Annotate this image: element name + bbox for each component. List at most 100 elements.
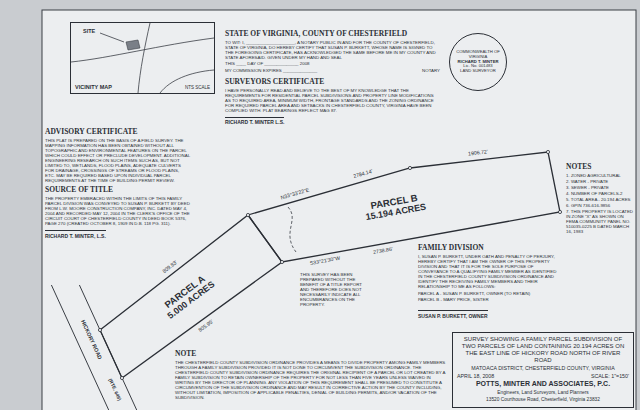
body-text: PARCEL B - MARY PRICE, SISTER [418, 297, 489, 302]
text-row: TO WIT: I, ____________________, A NOTAR… [225, 40, 440, 60]
survey-date: APRIL 18, 2008 [457, 373, 494, 379]
signature-name: RICHARD T. MINTER L.S. [225, 117, 284, 126]
text-row: STATE OF VIRGINIA, COUNTY OF CHESTERFIEL… [225, 30, 440, 39]
section-heading: ADVISORY CERTIFICATE [45, 128, 138, 137]
dimension-label: N33°33'22"E [279, 187, 311, 201]
iron-pin [280, 260, 283, 263]
vicinity-map-box: SITE VICINITY MAP NTS SCALE [70, 22, 215, 94]
dimension-label: 1906.72' [467, 149, 489, 157]
parcel-a-boundary [100, 215, 282, 378]
body-text: 2. WATER - PRIVATE [566, 179, 608, 184]
body-text: THE CHESTERFIELD COUNTY SUBDIVISION ORDI… [175, 360, 447, 401]
body-text: MY COMMISSION EXPIRES ______________ [225, 68, 317, 73]
firm-address: 13520 Courthouse Road, Chesterfield, Vir… [486, 397, 600, 403]
body-text: 1. ZONED AGRICULTURAL [566, 173, 621, 178]
road-lines [51, 285, 136, 410]
road-west-line [51, 285, 108, 410]
text-row: MY COMMISSION EXPIRES ______________ NOTA… [225, 68, 440, 73]
parcel-b-boundary [248, 152, 560, 262]
map-title: VICINITY MAP [75, 85, 112, 91]
text-row: I HAVE PERSONALLY READ AND BELIEVE TO TH… [225, 88, 440, 113]
iron-pin [408, 166, 411, 169]
site-label: SITE [83, 29, 95, 35]
iron-pin [558, 210, 561, 213]
creek-line [288, 207, 296, 252]
text-row: SURVEYORS CERTIFICATE [225, 78, 440, 87]
dimension-label: 809.83' [161, 259, 179, 275]
text-row: THIS PLAT IS PREPARED ON THE BASIS OF A … [45, 138, 190, 184]
body-text: PARCEL A - SUSAN P. BURKETT, OWNER (TO R… [418, 291, 530, 296]
text-row: 4. NUMBER OF PARCELS-2 [566, 191, 634, 196]
text-row: THE PROPERTY EMBRACED WITHIN THE LIMITS … [45, 196, 190, 226]
iron-pin [120, 376, 123, 379]
scale-note: NTS SCALE [185, 86, 210, 91]
text-row: 6. GPIN 736-616-9856 [566, 203, 634, 208]
body-text: I, SUSAN P. BURKETT, UNDER OATH AND PENA… [418, 254, 558, 289]
vicinity-roads [71, 23, 214, 93]
site-marker [126, 40, 140, 50]
text-column: ADVISORY CERTIFICATETHIS PLAT IS PREPARE… [45, 128, 190, 240]
body-text: THE PROPERTY EMBRACED WITHIN THE LIMITS … [45, 196, 190, 226]
seal-text-stack: COMMONWEALTH OF VIRGINIARICHARD T. MINTE… [455, 50, 500, 74]
text-row: SOURCE OF TITLE [45, 186, 190, 195]
parcel-region: PARCEL B15.194 ACRES [360, 189, 430, 224]
surveyor-seal: COMMONWEALTH OF VIRGINIARICHARD T. MINTE… [449, 33, 507, 91]
iron-pin [546, 150, 549, 153]
body-text: 4. NUMBER OF PARCELS-2 [566, 191, 623, 196]
text-row: SUSAN P. BURKETT, OWNER [418, 310, 558, 319]
text-row: RICHARD T. MINTER L.S. [225, 117, 440, 126]
leader-line [100, 33, 124, 42]
seal-text: LAND SURVEYOR [455, 69, 500, 74]
text-row: THIS SURVEY HAS BEEN PREPARED WITHOUT TH… [300, 272, 362, 307]
road-line [138, 23, 150, 93]
title-row: MATOACA DISTRICT, CHESTERFIELD COUNTY, V… [457, 365, 629, 371]
body-text: THIS SURVEY HAS BEEN PREPARED WITHOUT TH… [300, 272, 362, 307]
body-text: THIS PLAT IS PREPARED ON THE BASIS OF A … [45, 138, 190, 184]
dimension-label: S33°21'30"W [308, 256, 341, 267]
title-block: SURVEY SHOWING A FAMILY PARCEL SUBDIVISI… [452, 332, 634, 408]
text-row: THIS ____ DAY OF ______________ 2008 [225, 61, 440, 66]
body-text: THIS ____ DAY OF ______________ 2008 [225, 61, 310, 66]
road-name: (RTE. 649) [106, 378, 120, 401]
text-row: PARCEL A - SUSAN P. BURKETT, OWNER (TO R… [418, 291, 558, 296]
section-heading: SOURCE OF TITLE [45, 186, 113, 195]
text-row: 2. WATER - PRIVATE [566, 179, 634, 184]
iron-pin [98, 328, 101, 331]
section-heading: NOTE [175, 350, 196, 359]
text-row: THE CHESTERFIELD COUNTY SUBDIVISION ORDI… [175, 360, 447, 401]
text-row: PARCEL B - MARY PRICE, SISTER [418, 297, 558, 302]
section-heading: SURVEYORS CERTIFICATE [225, 78, 324, 87]
title-row: Engineers, Land Surveyors, Land Planners [457, 390, 629, 396]
text-column: THIS SURVEY HAS BEEN PREPARED WITHOUT TH… [300, 272, 362, 308]
body-text: NOTARY [422, 68, 440, 73]
title-row: 13520 Courthouse Road, Chesterfield, Vir… [457, 397, 629, 403]
firm-services: Engineers, Land Surveyors, Land Planners [497, 390, 588, 396]
text-row: NOTES [566, 163, 634, 172]
signature-name: RICHARD T. MINTER, L.S. [45, 230, 106, 239]
text-row: I, SUSAN P. BURKETT, UNDER OATH AND PENA… [418, 254, 558, 289]
section-heading: NOTES [566, 163, 591, 172]
text-row: 3. SEWER - PRIVATE [566, 185, 634, 190]
firm-name: POTTS, MINTER AND ASSOCIATES, P.C. [476, 380, 610, 388]
seal-text: COMMONWEALTH OF VIRGINIA [455, 50, 500, 60]
road-line [160, 70, 214, 93]
text-column: FAMILY DIVISIONI, SUSAN P. BURKETT, UNDE… [418, 244, 558, 320]
section-heading: FAMILY DIVISION [418, 244, 484, 253]
body-text: 7. THIS PROPERTY IS LOCATED IN ZONE "X" … [566, 209, 634, 234]
title-row: POTTS, MINTER AND ASSOCIATES, P.C. [457, 380, 629, 388]
text-column: NOTETHE CHESTERFIELD COUNTY SUBDIVISION … [175, 350, 447, 401]
text-row: ADVISORY CERTIFICATE [45, 128, 190, 137]
text-row: RICHARD T. MINTER, L.S. [45, 230, 190, 239]
body-text: 6. GPIN 736-616-9856 [566, 203, 610, 208]
district-line: MATOACA DISTRICT, CHESTERFIELD COUNTY, V… [471, 365, 614, 371]
body-text: 5. TOTAL AREA - 20.194 ACRES [566, 197, 631, 202]
text-row: NOTE [175, 350, 447, 359]
body-text: 3. SEWER - PRIVATE [566, 185, 609, 190]
scale-note: SCALE: 1"=150' [591, 373, 629, 379]
sheet-border [42, 10, 636, 410]
dimension-label: 805.95' [197, 318, 215, 333]
text-column: NOTES1. ZONED AGRICULTURAL2. WATER - PRI… [566, 163, 634, 235]
text-row: 7. THIS PROPERTY IS LOCATED IN ZONE "X" … [566, 209, 634, 234]
road-name: HICKORY ROAD [79, 319, 102, 360]
